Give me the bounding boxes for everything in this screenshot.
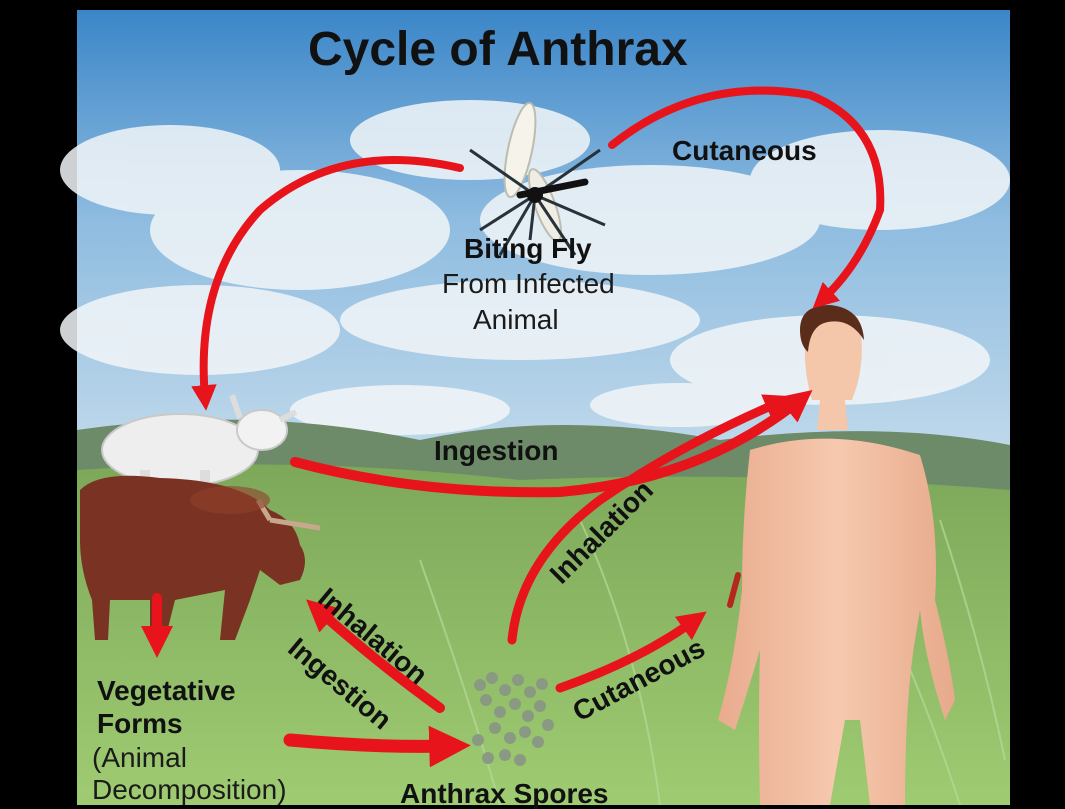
right-black-border [1010, 0, 1065, 805]
left-black-border [0, 0, 77, 805]
label-biting-fly: Biting Fly [464, 235, 592, 263]
label-decomposition: Decomposition) [92, 776, 287, 804]
diagram-title: Cycle of Anthrax [308, 26, 688, 74]
label-anthrax-spores: Anthrax Spores [400, 780, 609, 808]
label-animal: Animal [473, 306, 559, 334]
label-cutaneous-top: Cutaneous [672, 137, 817, 165]
label-animal-paren: (Animal [92, 744, 187, 772]
label-ingestion-top: Ingestion [434, 437, 558, 465]
arrow-vegetative-to-spores [290, 740, 450, 746]
label-forms: Forms [97, 710, 183, 738]
label-from-infected: From Infected [442, 270, 615, 298]
label-vegetative: Vegetative [97, 677, 236, 705]
